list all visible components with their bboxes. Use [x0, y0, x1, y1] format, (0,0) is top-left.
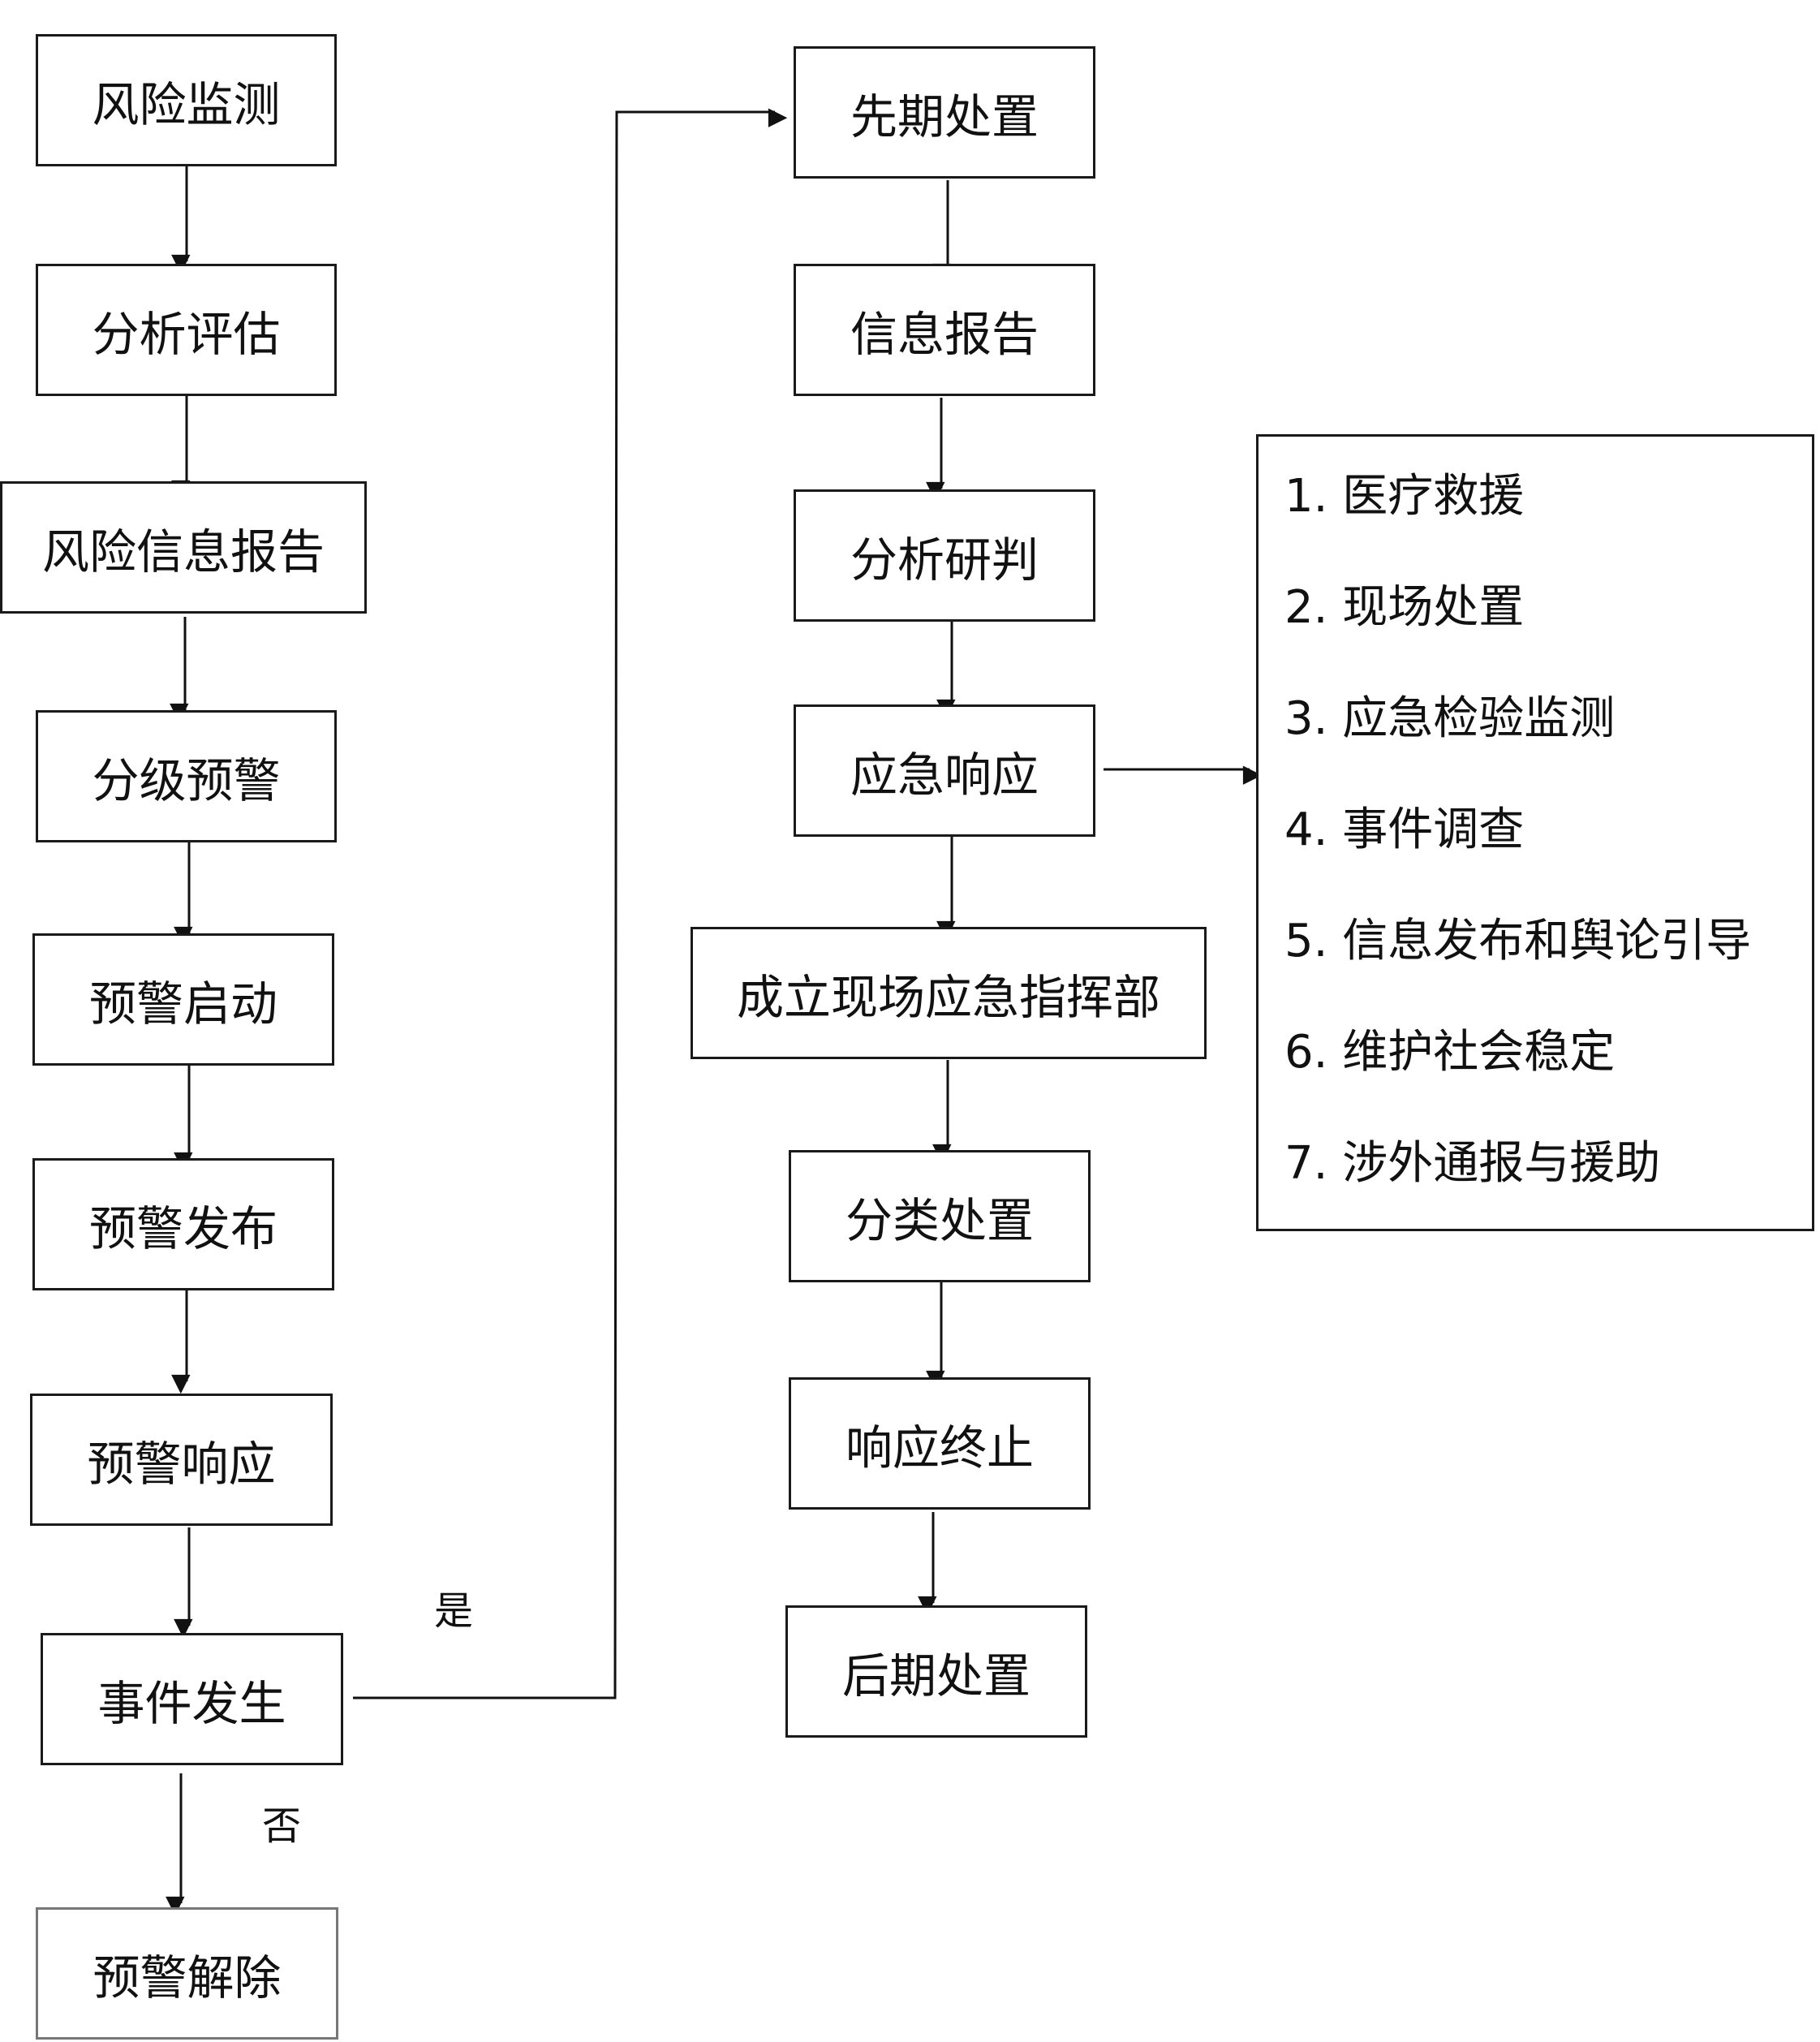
node-warning-start: 预警启动: [32, 933, 334, 1066]
node-onsite-command: 成立现场应急指挥部: [691, 927, 1207, 1059]
node-aftermath-disposal: 后期处置: [785, 1605, 1087, 1738]
action-item: 4. 事件调查: [1284, 803, 1525, 856]
node-initial-disposal: 先期处置: [794, 46, 1095, 179]
node-warning-lifted: 预警解除: [36, 1907, 338, 2040]
node-classified-disposal: 分类处置: [789, 1150, 1091, 1282]
action-item: 7. 涉外通报与援助: [1284, 1137, 1661, 1190]
action-item: 6. 维护社会稳定: [1284, 1026, 1616, 1079]
node-analysis-assessment: 分析评估: [36, 264, 337, 396]
node-emergency-response: 应急响应: [794, 704, 1095, 837]
node-graded-warning: 分级预警: [36, 710, 337, 842]
node-info-report: 信息报告: [794, 264, 1095, 396]
node-risk-info-report: 风险信息报告: [0, 481, 367, 614]
branch-label-no: 否: [262, 1803, 302, 1849]
node-analysis-judgment: 分析研判: [794, 489, 1095, 622]
action-item: 5. 信息发布和舆论引导: [1284, 915, 1752, 967]
node-response-end: 响应终止: [789, 1377, 1091, 1510]
node-event-occurs: 事件发生: [41, 1633, 343, 1765]
node-warning-response: 预警响应: [30, 1394, 333, 1526]
node-warning-release: 预警发布: [32, 1158, 334, 1290]
action-item: 1. 医疗救援: [1284, 470, 1525, 523]
action-item: 2. 现场处置: [1284, 581, 1525, 634]
response-actions-box: 1. 医疗救援 2. 现场处置 3. 应急检验监测 4. 事件调查 5. 信息发…: [1256, 434, 1814, 1231]
node-risk-monitoring: 风险监测: [36, 34, 337, 166]
action-item: 3. 应急检验监测: [1284, 692, 1616, 745]
arrow-yes-branch: [353, 108, 788, 1700]
branch-label-yes: 是: [434, 1588, 474, 1634]
